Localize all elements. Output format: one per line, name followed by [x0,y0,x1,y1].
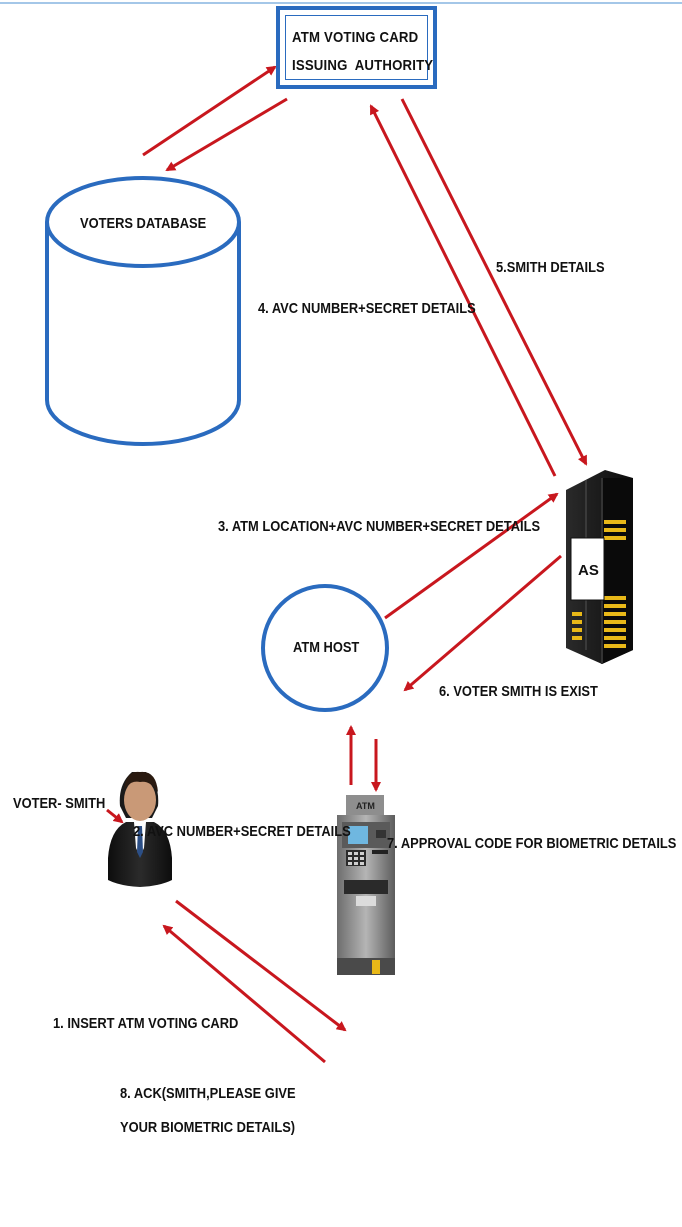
authority-inner-border [285,15,428,80]
step-3-label: 3. ATM LOCATION+AVC NUMBER+SECRET DETAIL… [218,517,540,534]
arrow-authority-to-db [165,97,288,172]
step-1-label: 1. INSERT ATM VOTING CARD [53,1014,238,1031]
atm-machine: ATM [337,795,395,975]
voters-database: VOTERS DATABASE [45,176,241,446]
database-label: VOTERS DATABASE [80,214,206,231]
step-2-label: 2. AVC NUMBER+SECRET DETAILS [133,822,351,839]
step-6-label: 6. VOTER SMITH IS EXIST [439,682,598,699]
as-label-box [570,537,605,601]
step-4-label: 4. AVC NUMBER+SECRET DETAILS [258,299,476,316]
arrow-db-to-authority [142,65,277,157]
arrow-host-to-as [384,492,559,620]
step-5-label: 5.SMITH DETAILS [496,258,605,275]
authority-label: ATM VOTING CARD ISSUING AUTHORITY [292,24,433,80]
arrow-voter-to-atm [175,899,347,1032]
authentication-server: AS [566,470,633,664]
voter-pointer-arrow [106,808,124,824]
voter-figure [108,771,172,887]
authority-line-2: ISSUING AUTHORITY [292,57,434,74]
arrow-as-to-authority [369,104,557,477]
atm-sign-label: ATM [356,801,375,811]
flow-arrows [142,65,588,1064]
host-label: ATM HOST [293,638,360,655]
issuing-authority: ATM VOTING CARD ISSUING AUTHORITY [276,6,437,89]
step-8-label-line2: YOUR BIOMETRIC DETAILS) [120,1118,295,1135]
step-7-label: 7. APPROVAL CODE FOR BIOMETRIC DETAILS [387,834,676,851]
arrow-authority-to-as [400,98,588,466]
authority-line-1: ATM VOTING CARD [292,29,419,46]
step-8-label-line1: 8. ACK(SMITH,PLEASE GIVE [120,1084,296,1101]
arrow-atm-to-voter [162,924,326,1064]
as-label: AS [578,562,599,579]
arrow-as-to-host [403,554,562,692]
voter-label: VOTER- SMITH [13,794,105,811]
atm-host: ATM HOST [261,584,389,712]
